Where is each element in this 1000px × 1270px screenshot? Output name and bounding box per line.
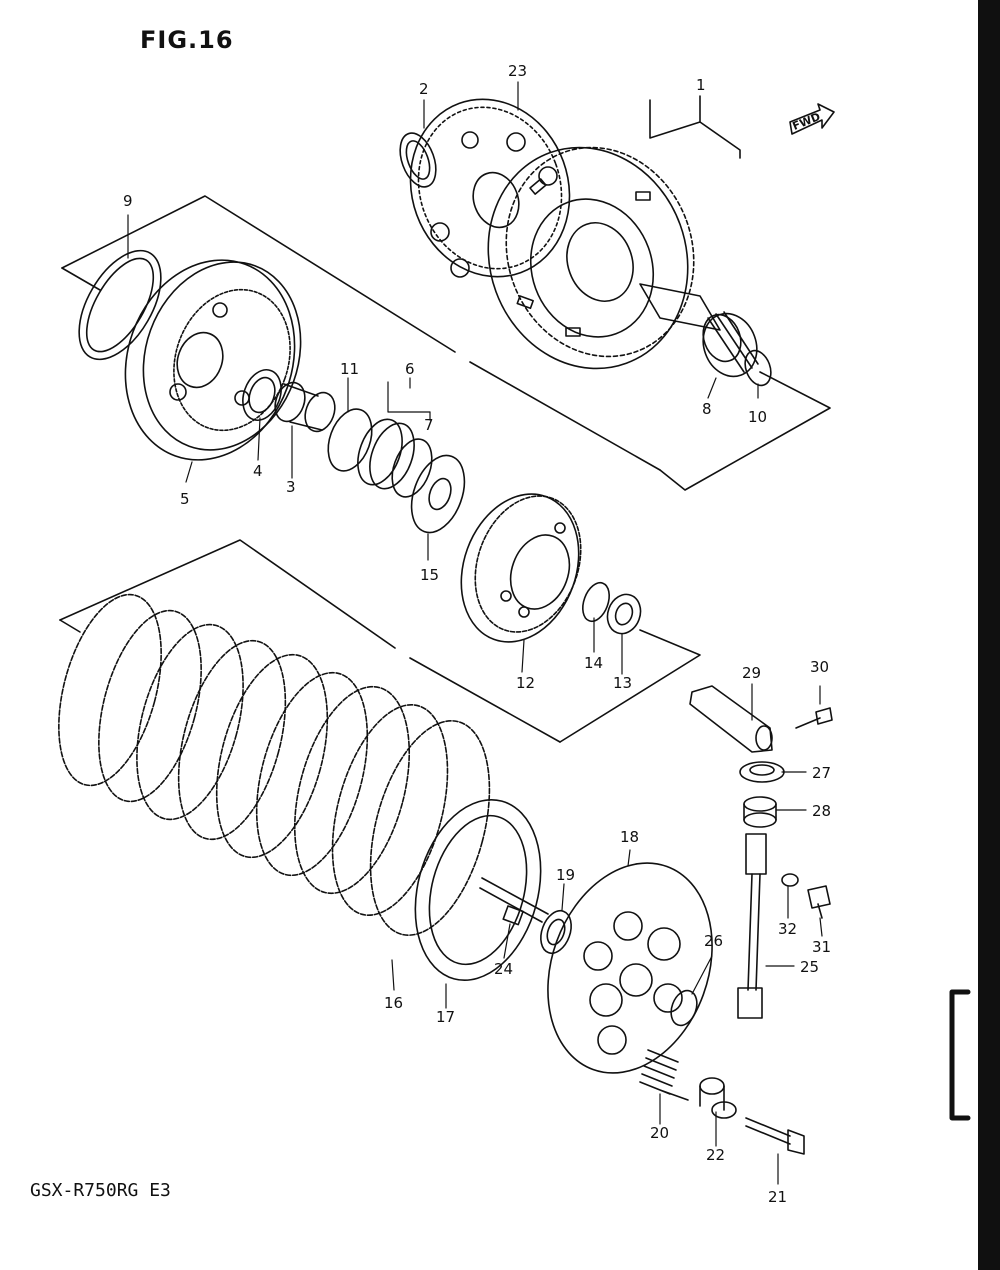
callout-1: 1 [696, 76, 706, 94]
part-3-spacer [274, 381, 336, 433]
callout-23: 23 [508, 62, 528, 80]
part-4-needle-bearing [242, 369, 282, 421]
callout-14: 14 [584, 654, 604, 672]
part-21-bolt [745, 1117, 805, 1155]
lower-group-outline [59, 539, 396, 649]
callout-2: 2 [419, 80, 429, 98]
callout-11: 11 [340, 360, 360, 378]
part-19-bearing [540, 909, 572, 955]
callout-5: 5 [180, 490, 190, 508]
callout-31: 31 [812, 938, 832, 956]
callout-26: 26 [704, 932, 724, 950]
part-28-bearing [743, 796, 777, 828]
part-13-nut [606, 593, 642, 635]
part-17-steel-plate [414, 798, 542, 982]
callout-16: 16 [384, 994, 404, 1012]
part-29-release-arm [689, 685, 773, 753]
callout-9: 9 [123, 192, 133, 210]
callout-15: 15 [420, 566, 440, 584]
part-14-lock-washer [582, 581, 610, 623]
part-30-screw [795, 707, 833, 729]
callout-30: 30 [810, 658, 830, 676]
callout-10: 10 [748, 408, 768, 426]
part-27-oil-seal [739, 761, 785, 783]
callout-3: 3 [286, 478, 296, 496]
callout-27: 27 [812, 764, 832, 782]
figure-title: FIG.16 [140, 26, 234, 54]
callout-25: 25 [800, 958, 820, 976]
upper-group-outline [61, 195, 456, 353]
part-32-washer [781, 873, 799, 887]
callout-32: 32 [778, 920, 798, 938]
part-20-clutch-spring [639, 1049, 689, 1101]
part-22-spring-guide [699, 1077, 737, 1119]
part-16-clutch-plate-stack [58, 593, 491, 936]
callout-6: 6 [405, 360, 415, 378]
callout-22: 22 [706, 1146, 726, 1164]
part-2-washer [399, 132, 437, 188]
part-11-shim [327, 408, 373, 472]
part-23-primary-driven-gear-plate [409, 98, 571, 278]
fwd-arrow-icon [789, 103, 835, 135]
callout-leader-lines [127, 81, 823, 1185]
callout-4: 4 [253, 462, 263, 480]
callout-28: 28 [812, 802, 832, 820]
part-15-thrust-washer [410, 454, 466, 534]
callout-12: 12 [516, 674, 536, 692]
part-24-push-rod [479, 877, 549, 926]
callout-8: 8 [702, 400, 712, 418]
part-9-o-ring [78, 249, 162, 361]
right-bracket-mark [949, 989, 971, 1121]
callout-29: 29 [742, 664, 762, 682]
callout-13: 13 [613, 674, 633, 692]
part-12-sleeve-hub [460, 493, 582, 643]
callout-20: 20 [650, 1124, 670, 1142]
part-10-ring [744, 349, 772, 387]
callout-18: 18 [620, 828, 640, 846]
part-1-primary-driven-gear [487, 146, 759, 378]
callout-7: 7 [424, 416, 434, 434]
part-18-pressure-plate [547, 862, 713, 1074]
scan-edge-bar [978, 0, 1000, 1270]
model-code: GSX-R750RG E3 [30, 1180, 171, 1201]
callout-17: 17 [436, 1008, 456, 1026]
part-31-bolt [807, 885, 831, 919]
part-6-7-bush-set [357, 418, 433, 498]
part-25-release-shaft [737, 833, 767, 1019]
callout-21: 21 [768, 1188, 788, 1206]
callout-19: 19 [556, 866, 576, 884]
part-26-bush [670, 989, 698, 1027]
callout-24: 24 [494, 960, 514, 978]
